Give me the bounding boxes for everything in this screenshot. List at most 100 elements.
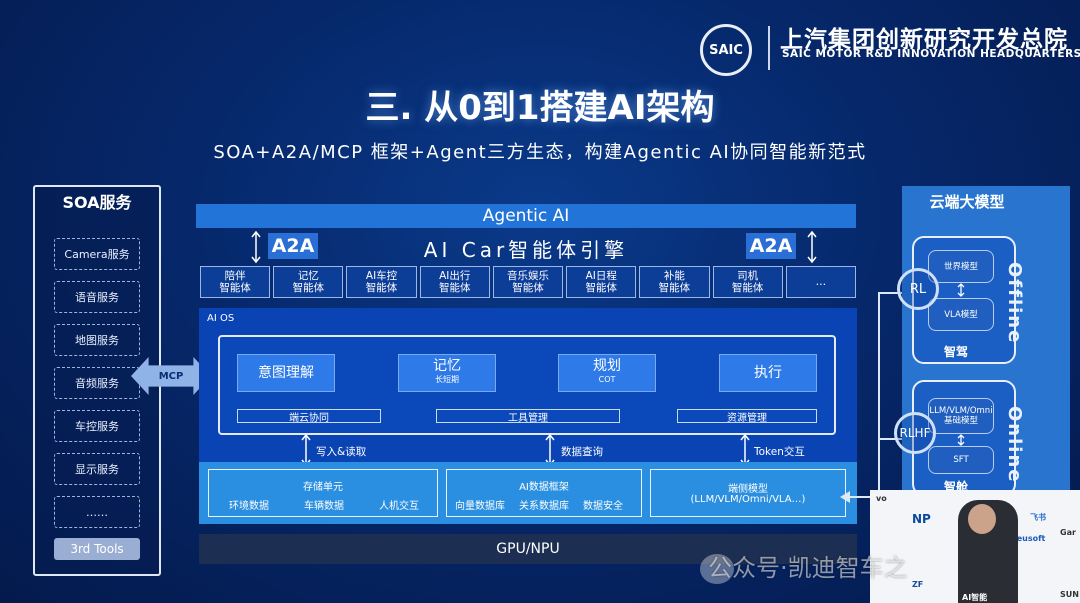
agent-suffix: 智能体 xyxy=(219,282,251,294)
soa-item: 地图服务 xyxy=(54,324,140,356)
agent-name: AI日程 xyxy=(585,270,617,282)
agentic-ai-bar: Agentic AI xyxy=(196,204,856,228)
agent-name: 陪伴 xyxy=(224,270,246,282)
connector-line xyxy=(878,438,902,440)
double-arrow-icon xyxy=(957,283,965,297)
storage-title: 存储单元 xyxy=(303,482,343,493)
sponsor-logo: Gar xyxy=(1060,528,1076,537)
logo-divider xyxy=(768,26,770,70)
storage-item: 人机交互 xyxy=(379,501,419,512)
agent-box: AI车控智能体 xyxy=(346,266,417,298)
soa-title: SOA服务 xyxy=(62,193,132,212)
edge-model-sub: (LLM/VLM/Omni/VLA…) xyxy=(690,494,806,505)
ai-data-box: AI数据框架 向量数据库 关系数据库 数据安全 xyxy=(446,469,642,517)
rl-loop-icon: RL xyxy=(897,268,939,310)
sponsor-logo: Neusoft xyxy=(1010,534,1046,543)
rlhf-loop-icon: RLHF xyxy=(894,412,936,454)
agent-box: 音乐娱乐智能体 xyxy=(492,266,564,298)
agent-engine-title: AI Car智能体引擎 xyxy=(423,237,629,262)
module-sub: COT xyxy=(598,375,616,384)
agent-box: AI出行智能体 xyxy=(419,266,490,298)
edge-model-title: 端侧模型 xyxy=(728,484,768,495)
db-item: 关系数据库 xyxy=(519,501,569,512)
slide-subtitle: SOA+A2A/MCP 框架+Agent三方生态，构建Agentic AI协同智… xyxy=(213,142,867,163)
module-name: 意图理解 xyxy=(258,365,314,381)
model-sft: SFT xyxy=(928,446,994,474)
soa-item: Camera服务 xyxy=(54,238,140,270)
speaker-head xyxy=(968,504,996,534)
agent-box: … xyxy=(785,266,856,298)
soa-item: …… xyxy=(54,496,140,528)
agent-name: 音乐娱乐 xyxy=(506,270,549,282)
model-llm: LLM/VLM/Omni 基础模型 xyxy=(928,398,994,434)
agent-suffix: 智能体 xyxy=(585,282,617,294)
soa-item: 语音服务 xyxy=(54,281,140,313)
agent-name: 补能 xyxy=(663,270,685,282)
agent-name: … xyxy=(815,276,827,288)
agent-suffix: 智能体 xyxy=(731,282,764,294)
agent-suffix: 智能体 xyxy=(365,282,398,294)
connector-line xyxy=(848,496,880,498)
connector-line xyxy=(878,292,880,497)
cloud-title: 云端大模型 xyxy=(929,193,1005,211)
rlhf-label: RLHF xyxy=(899,426,931,440)
module-name: 执行 xyxy=(754,365,782,381)
agent-box: 记忆智能体 xyxy=(273,266,344,298)
edge-model-box: 端侧模型 (LLM/VLM/Omni/VLA…) xyxy=(650,469,846,517)
ai-data-title: AI数据框架 xyxy=(519,482,569,493)
mcp-label: MCP xyxy=(158,370,184,382)
agent-name: 司机 xyxy=(737,270,759,282)
offline-label: Offline xyxy=(1004,262,1025,345)
logo-cn-text: 上汽集团创新研究开发总院 xyxy=(780,27,1068,53)
rl-label: RL xyxy=(909,281,927,297)
agent-name: AI车控 xyxy=(365,270,398,282)
gpu-npu-bar: GPU/NPU xyxy=(199,534,857,564)
online-label: Online xyxy=(1004,406,1025,484)
double-arrow-icon xyxy=(807,230,817,264)
module-name: 规划 xyxy=(593,358,621,374)
sponsor-logo: 飞书 xyxy=(1030,513,1046,522)
storage-item: 车辆数据 xyxy=(304,501,344,512)
agent-name: 记忆 xyxy=(297,270,319,282)
sponsor-logo: SUN xyxy=(1060,590,1079,599)
a2a-badge-right: A2A xyxy=(746,233,796,259)
saic-logo-icon: SAIC xyxy=(700,24,752,76)
watermark-text: 公众号·凯迪智车之 xyxy=(708,554,908,582)
sponsor-logo: NP xyxy=(912,512,931,526)
arrow-left-icon xyxy=(840,491,850,503)
agent-suffix: 智能体 xyxy=(439,282,471,294)
logo-mark: SAIC xyxy=(709,42,743,58)
storage-item: 环境数据 xyxy=(229,501,269,512)
module-name: 记忆 xyxy=(433,358,461,374)
double-arrow-icon xyxy=(251,230,261,264)
agent-name: AI出行 xyxy=(439,270,471,282)
db-item: 数据安全 xyxy=(583,501,623,512)
link-read-write: 写入&读取 xyxy=(316,446,367,458)
wechat-icon xyxy=(700,554,734,584)
storage-box: 存储单元 环境数据 车辆数据 人机交互 xyxy=(208,469,438,517)
agent-suffix: 智能体 xyxy=(658,282,691,294)
module-memory: 记忆长短期 xyxy=(398,354,496,392)
agent-box: 补能智能体 xyxy=(639,266,710,298)
soa-item: 显示服务 xyxy=(54,453,140,485)
tool-management: 工具管理 xyxy=(436,409,620,424)
soa-item: 车控服务 xyxy=(54,410,140,442)
logo-en-text: SAIC MOTOR R&D INNOVATION HEADQUARTERS xyxy=(782,48,1080,60)
sponsor-logo: vo xyxy=(876,494,887,503)
tool-resource: 资源管理 xyxy=(677,409,817,424)
a2a-badge-left: A2A xyxy=(268,233,318,259)
model-vla: VLA模型 xyxy=(928,298,994,331)
agent-box: 司机智能体 xyxy=(712,266,783,298)
module-execution: 执行 xyxy=(719,354,817,392)
soa-item: 音频服务 xyxy=(54,367,140,399)
slide-title: 三. 从0到1搭建AI架构 xyxy=(365,88,715,128)
agent-row: 陪伴智能体 记忆智能体 AI车控智能体 AI出行智能体 音乐娱乐智能体 AI日程… xyxy=(200,266,856,298)
agent-suffix: 智能体 xyxy=(512,282,544,294)
tool-edge-cloud: 端云协同 xyxy=(237,409,381,424)
agent-box: AI日程智能体 xyxy=(566,266,637,298)
link-data-query: 数据查询 xyxy=(561,446,603,458)
link-token: Token交互 xyxy=(754,446,805,458)
double-arrow-icon xyxy=(957,434,965,446)
third-tools-badge: 3rd Tools xyxy=(54,538,140,560)
